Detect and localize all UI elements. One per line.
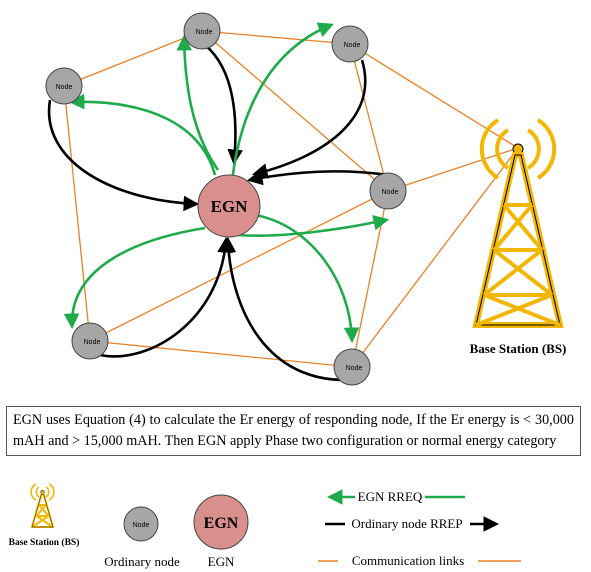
communication-links: [63, 30, 519, 368]
node-label: Node: [84, 339, 101, 346]
legend-rreq-label: EGN RREQ: [358, 489, 423, 504]
rreq-arrow: [63, 226, 206, 330]
node: Node: [331, 25, 369, 63]
rrep-arrow: [47, 99, 200, 212]
rreq-arrow: [230, 22, 334, 183]
legend-tower-icon: [30, 483, 55, 528]
ordinary-nodes: Node Node Node Node Node Node: [45, 12, 407, 386]
node: Node: [71, 322, 109, 360]
rreq-arrow: [254, 213, 360, 344]
node: Node: [45, 67, 83, 105]
rrep-arrow: [220, 236, 346, 382]
rreq-arrow: [68, 93, 217, 176]
legend: Base Station (BS) Node Ordinary node EGN…: [9, 483, 521, 569]
node: Node: [183, 12, 221, 50]
legend-egn-text: EGN: [204, 515, 239, 532]
link: [351, 190, 389, 368]
legend-bs-label: Base Station (BS): [9, 537, 80, 548]
link: [63, 85, 91, 342]
rreq-arrow: [176, 34, 220, 171]
link: [349, 43, 519, 149]
rrep-arrow: [246, 169, 389, 186]
legend-egn-icon: [193, 494, 249, 550]
egn-label: EGN: [211, 197, 249, 216]
node-label: Node: [346, 365, 363, 372]
node-label: Node: [196, 29, 213, 36]
egn-node: EGN: [197, 174, 261, 238]
link: [63, 30, 203, 87]
link: [89, 190, 389, 342]
legend-node-text: Node: [133, 522, 150, 529]
legend-rrep-label: Ordinary node RREP: [351, 516, 462, 531]
base-station-tower: [472, 118, 564, 328]
signal-waves-icon: [479, 118, 557, 180]
rreq-arrows: [63, 22, 390, 344]
caption-box: EGN uses Equation (4) to calculate the E…: [6, 406, 581, 456]
link: [201, 30, 389, 192]
rreq-arrow: [237, 215, 390, 237]
link: [351, 147, 519, 368]
link: [89, 340, 353, 368]
link: [349, 43, 389, 192]
legend-links-label: Communication links: [352, 553, 464, 568]
node-label: Node: [56, 84, 73, 91]
caption-text: EGN uses Equation (4) to calculate the E…: [13, 412, 574, 449]
rrep-arrow: [204, 44, 243, 166]
rrep-arrow: [99, 236, 233, 358]
node-label: Node: [344, 42, 361, 49]
base-station-label: Base Station (BS): [470, 341, 567, 356]
legend-egn-label: EGN: [208, 554, 235, 569]
node-label: Node: [382, 189, 399, 196]
rrep-arrow: [251, 59, 367, 179]
rrep-arrows: [47, 44, 389, 382]
node: Node: [369, 172, 407, 210]
legend-node-icon: [123, 506, 159, 542]
node: Node: [333, 348, 371, 386]
link: [201, 30, 351, 45]
legend-ordinary-node-label: Ordinary node: [104, 554, 180, 569]
